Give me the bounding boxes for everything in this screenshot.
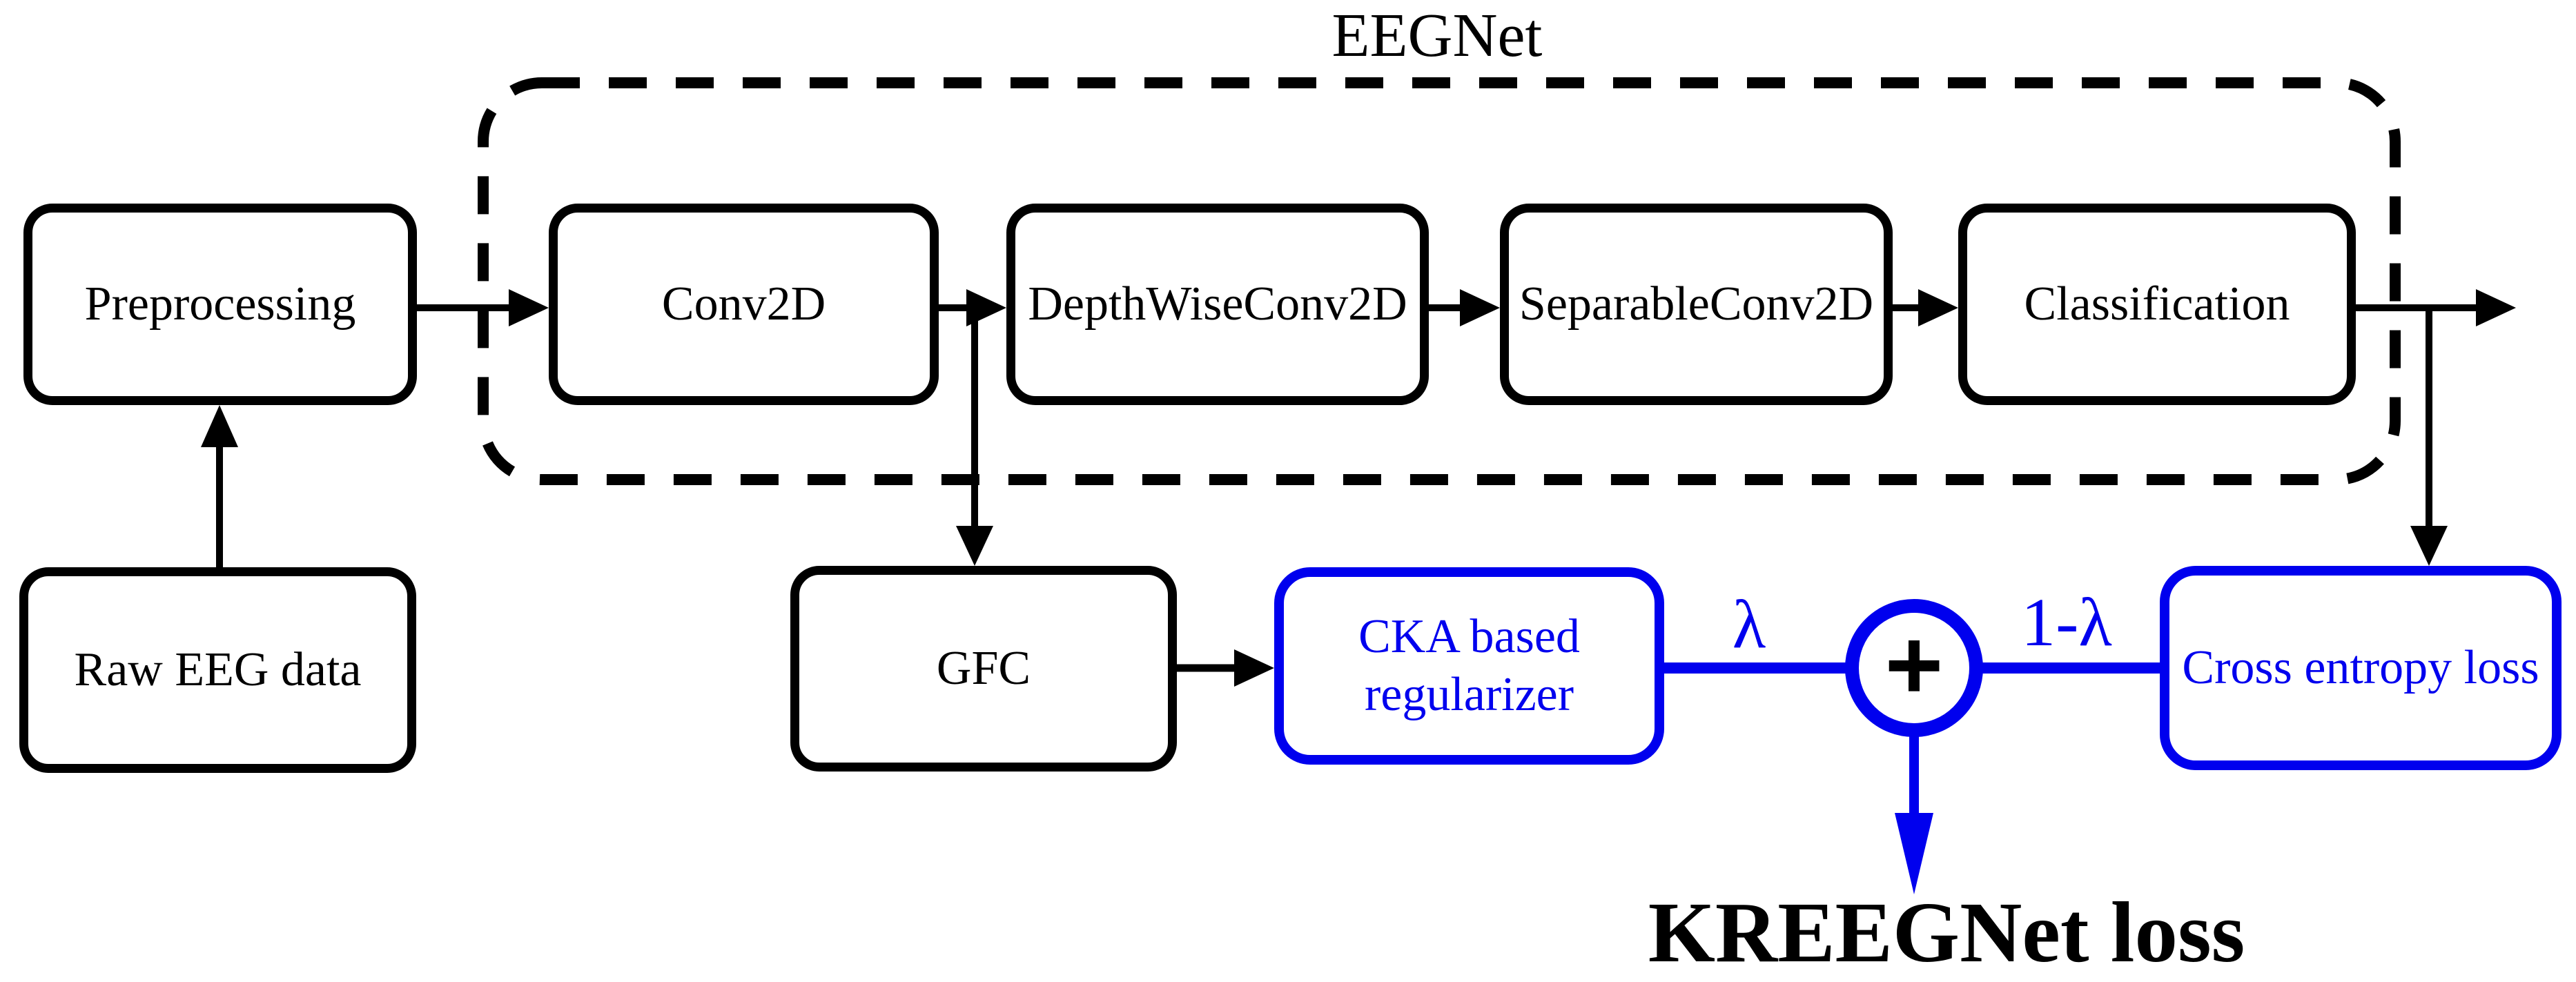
output-label-kreegnet-loss: KREEGNet loss [1648,885,2245,981]
arrow-preprocessing-to-conv2d-head [509,289,549,326]
node-gfc-label: GFC [936,642,1031,695]
node-conv2d: Conv2D [549,204,939,405]
node-preprocessing-label: Preprocessing [84,277,356,331]
sum-node-plus-sign: + [1884,608,1944,720]
node-cross-entropy-loss: Cross entropy loss [2160,566,2562,770]
arrow-separable-to-classification-head [1918,289,1958,326]
arrow-sum-to-kreegnet-loss-head [1895,813,1933,894]
label-one-minus-lambda: 1-λ [2021,584,2112,660]
node-separableconv2d: SeparableConv2D [1500,204,1893,405]
node-classification: Classification [1958,204,2356,405]
node-conv2d-label: Conv2D [661,277,826,331]
arrow-depthwise-to-separable-head [1460,289,1500,326]
node-cka-regularizer-label-line1: CKA based [1358,610,1580,663]
node-raw-eeg-data-label: Raw EEG data [74,643,362,696]
eegnet-boundary-dashed-box [478,77,2401,485]
node-depthwiseconv2d: DepthWiseConv2D [1006,204,1429,405]
arrow-branch-to-gfc-head [956,526,993,566]
node-cka-regularizer-label-line2: regularizer [1364,668,1574,721]
node-gfc: GFC [790,566,1177,772]
node-cross-entropy-loss-label: Cross entropy loss [2182,641,2539,694]
arrow-raw-to-preprocessing-head [201,405,238,447]
label-lambda: λ [1732,586,1766,662]
node-raw-eeg-data: Raw EEG data [19,567,416,773]
node-cka-regularizer: CKA based regularizer [1274,567,1664,765]
eegnet-title: EEGNet [1331,1,1543,70]
arrow-classification-output-head [2476,289,2516,326]
arrow-gfc-to-cka-head [1234,649,1274,687]
node-preprocessing: Preprocessing [23,204,417,405]
node-separableconv2d-label: SeparableConv2D [1519,277,1874,331]
arrow-branch-to-cross-entropy-head [2410,526,2448,566]
node-classification-label: Classification [2024,277,2290,331]
node-depthwiseconv2d-label: DepthWiseConv2D [1028,277,1407,331]
